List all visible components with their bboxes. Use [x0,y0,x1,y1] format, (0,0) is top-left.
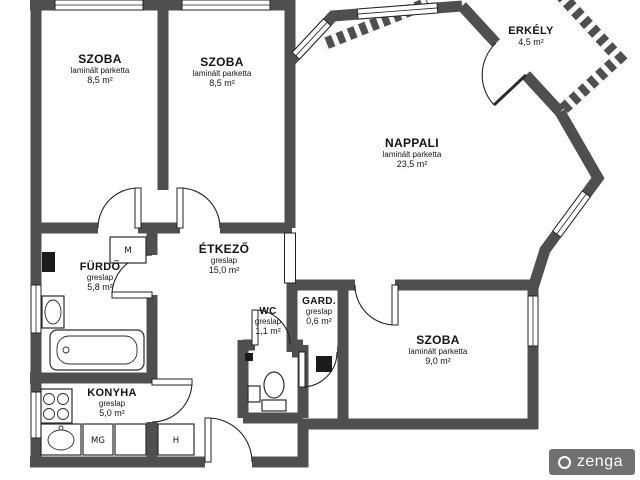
room-area: 15,0 m² [208,265,240,276]
room-area: 0,6 m² [306,316,332,327]
fixtures [40,236,332,456]
window-szoba1 [54,0,144,11]
room-area: 1,1 m² [255,326,281,337]
room-area: 4,5 m² [518,37,544,48]
shaft [316,356,332,372]
room-area: 5,8 m² [87,282,113,293]
room-name: NAPPALI [385,136,439,150]
balcony [462,0,628,117]
room-name: ERKÉLY [508,25,554,37]
door-leaf-wc [251,309,259,346]
room-floor: greslap [86,273,114,283]
window-furdo [30,284,42,334]
room-name: FÜRDŐ [79,261,121,273]
room-name: SZOBA [416,333,460,347]
windows [30,0,592,439]
room-label-wc: WC greslap 1,1 m² [255,306,281,337]
bathroom-sink [41,295,65,329]
door-leaf-gard [298,351,306,388]
room-area: 5,0 m² [99,408,125,419]
door-swing-wc [254,309,291,346]
door-leaf-szoba1 [134,187,142,229]
zenga-logo-icon [557,455,571,469]
door-swing-konyha [151,381,193,423]
door-leaf-balcony [492,73,528,107]
toilet [247,371,287,412]
zenga-brand-text: zenga [576,453,623,470]
room-area: 8,5 m² [87,75,113,86]
appliance-labels: M MG H [91,246,179,446]
kitchen-sink [40,423,82,456]
door-swing-gard [301,351,338,388]
window-konyha [30,391,42,439]
room-label-gard: GARD. greslap 0,6 m² [302,296,336,327]
room-name: KONYHA [87,387,137,399]
window-nappali-corner [291,18,332,60]
room-label-szoba-3: SZOBA laminált parketta 9,0 m² [408,333,468,367]
room-floor: laminált parketta [70,66,130,76]
washer-label: M [124,246,131,256]
room-area: 8,5 m² [209,78,235,89]
door-leaf-konyha [151,378,193,386]
window-szoba3 [527,295,539,347]
counter [114,423,147,456]
room-floor: greslap [305,307,333,316]
room-floor: laminált parketta [192,69,252,79]
room-label-erkely: ERKÉLY 4,5 m² [508,25,553,48]
window-nappali-right [551,190,592,238]
window-szoba2 [181,0,271,11]
room-floor: greslap [210,256,238,266]
room-floor: greslap [254,317,282,326]
fridge-box [157,423,195,456]
dishwasher-label: MG [91,436,105,446]
room-floor: greslap [98,399,126,409]
fridge-label: H [173,436,179,446]
wc-sink [247,385,261,403]
room-name: WC [259,306,277,317]
room-name: GARD. [302,296,336,307]
room-name: ÉTKEZŐ [198,242,250,256]
room-label-furdo: FÜRDŐ greslap 5,8 m² [80,261,121,293]
room-area: 23,5 m² [396,159,428,170]
door-leaf-szoba2 [176,187,184,229]
door-leaf-furdo [111,291,153,299]
doors [97,42,528,463]
door-leaf-szoba3 [391,284,399,326]
room-floor: laminált parketta [408,347,468,357]
room-floor: laminált parketta [382,150,442,160]
room-label-szoba-2: SZOBA laminált parketta 8,5 m² [192,55,252,89]
shaft-small [245,353,253,361]
window-nappali-top [356,2,439,20]
room-name: SZOBA [78,52,122,66]
stove [40,388,73,424]
door-swing-szoba2 [179,187,221,229]
door-swing-szoba3 [354,284,396,326]
room-label-konyha: KONYHA greslap 5,0 m² [87,387,136,419]
door-leaf-entry [204,417,212,463]
room-name: SZOBA [200,55,244,69]
door-swing-szoba1 [97,187,139,229]
dishwasher-box [82,423,114,456]
zenga-watermark: zenga [548,449,635,475]
door-swing-balcony [481,42,497,106]
bathtub [49,329,145,371]
opening-etkezo-nappali [284,232,296,284]
room-label-szoba-1: SZOBA laminált parketta 8,5 m² [70,52,130,86]
room-area: 9,0 m² [425,356,451,367]
room-label-etkezo: ÉTKEZŐ greslap 15,0 m² [198,242,250,276]
radiator [42,252,55,272]
washer-box [109,236,147,264]
room-label-nappali: NAPPALI laminált parketta 23,5 m² [382,136,442,170]
door-swing-entry [207,417,253,463]
